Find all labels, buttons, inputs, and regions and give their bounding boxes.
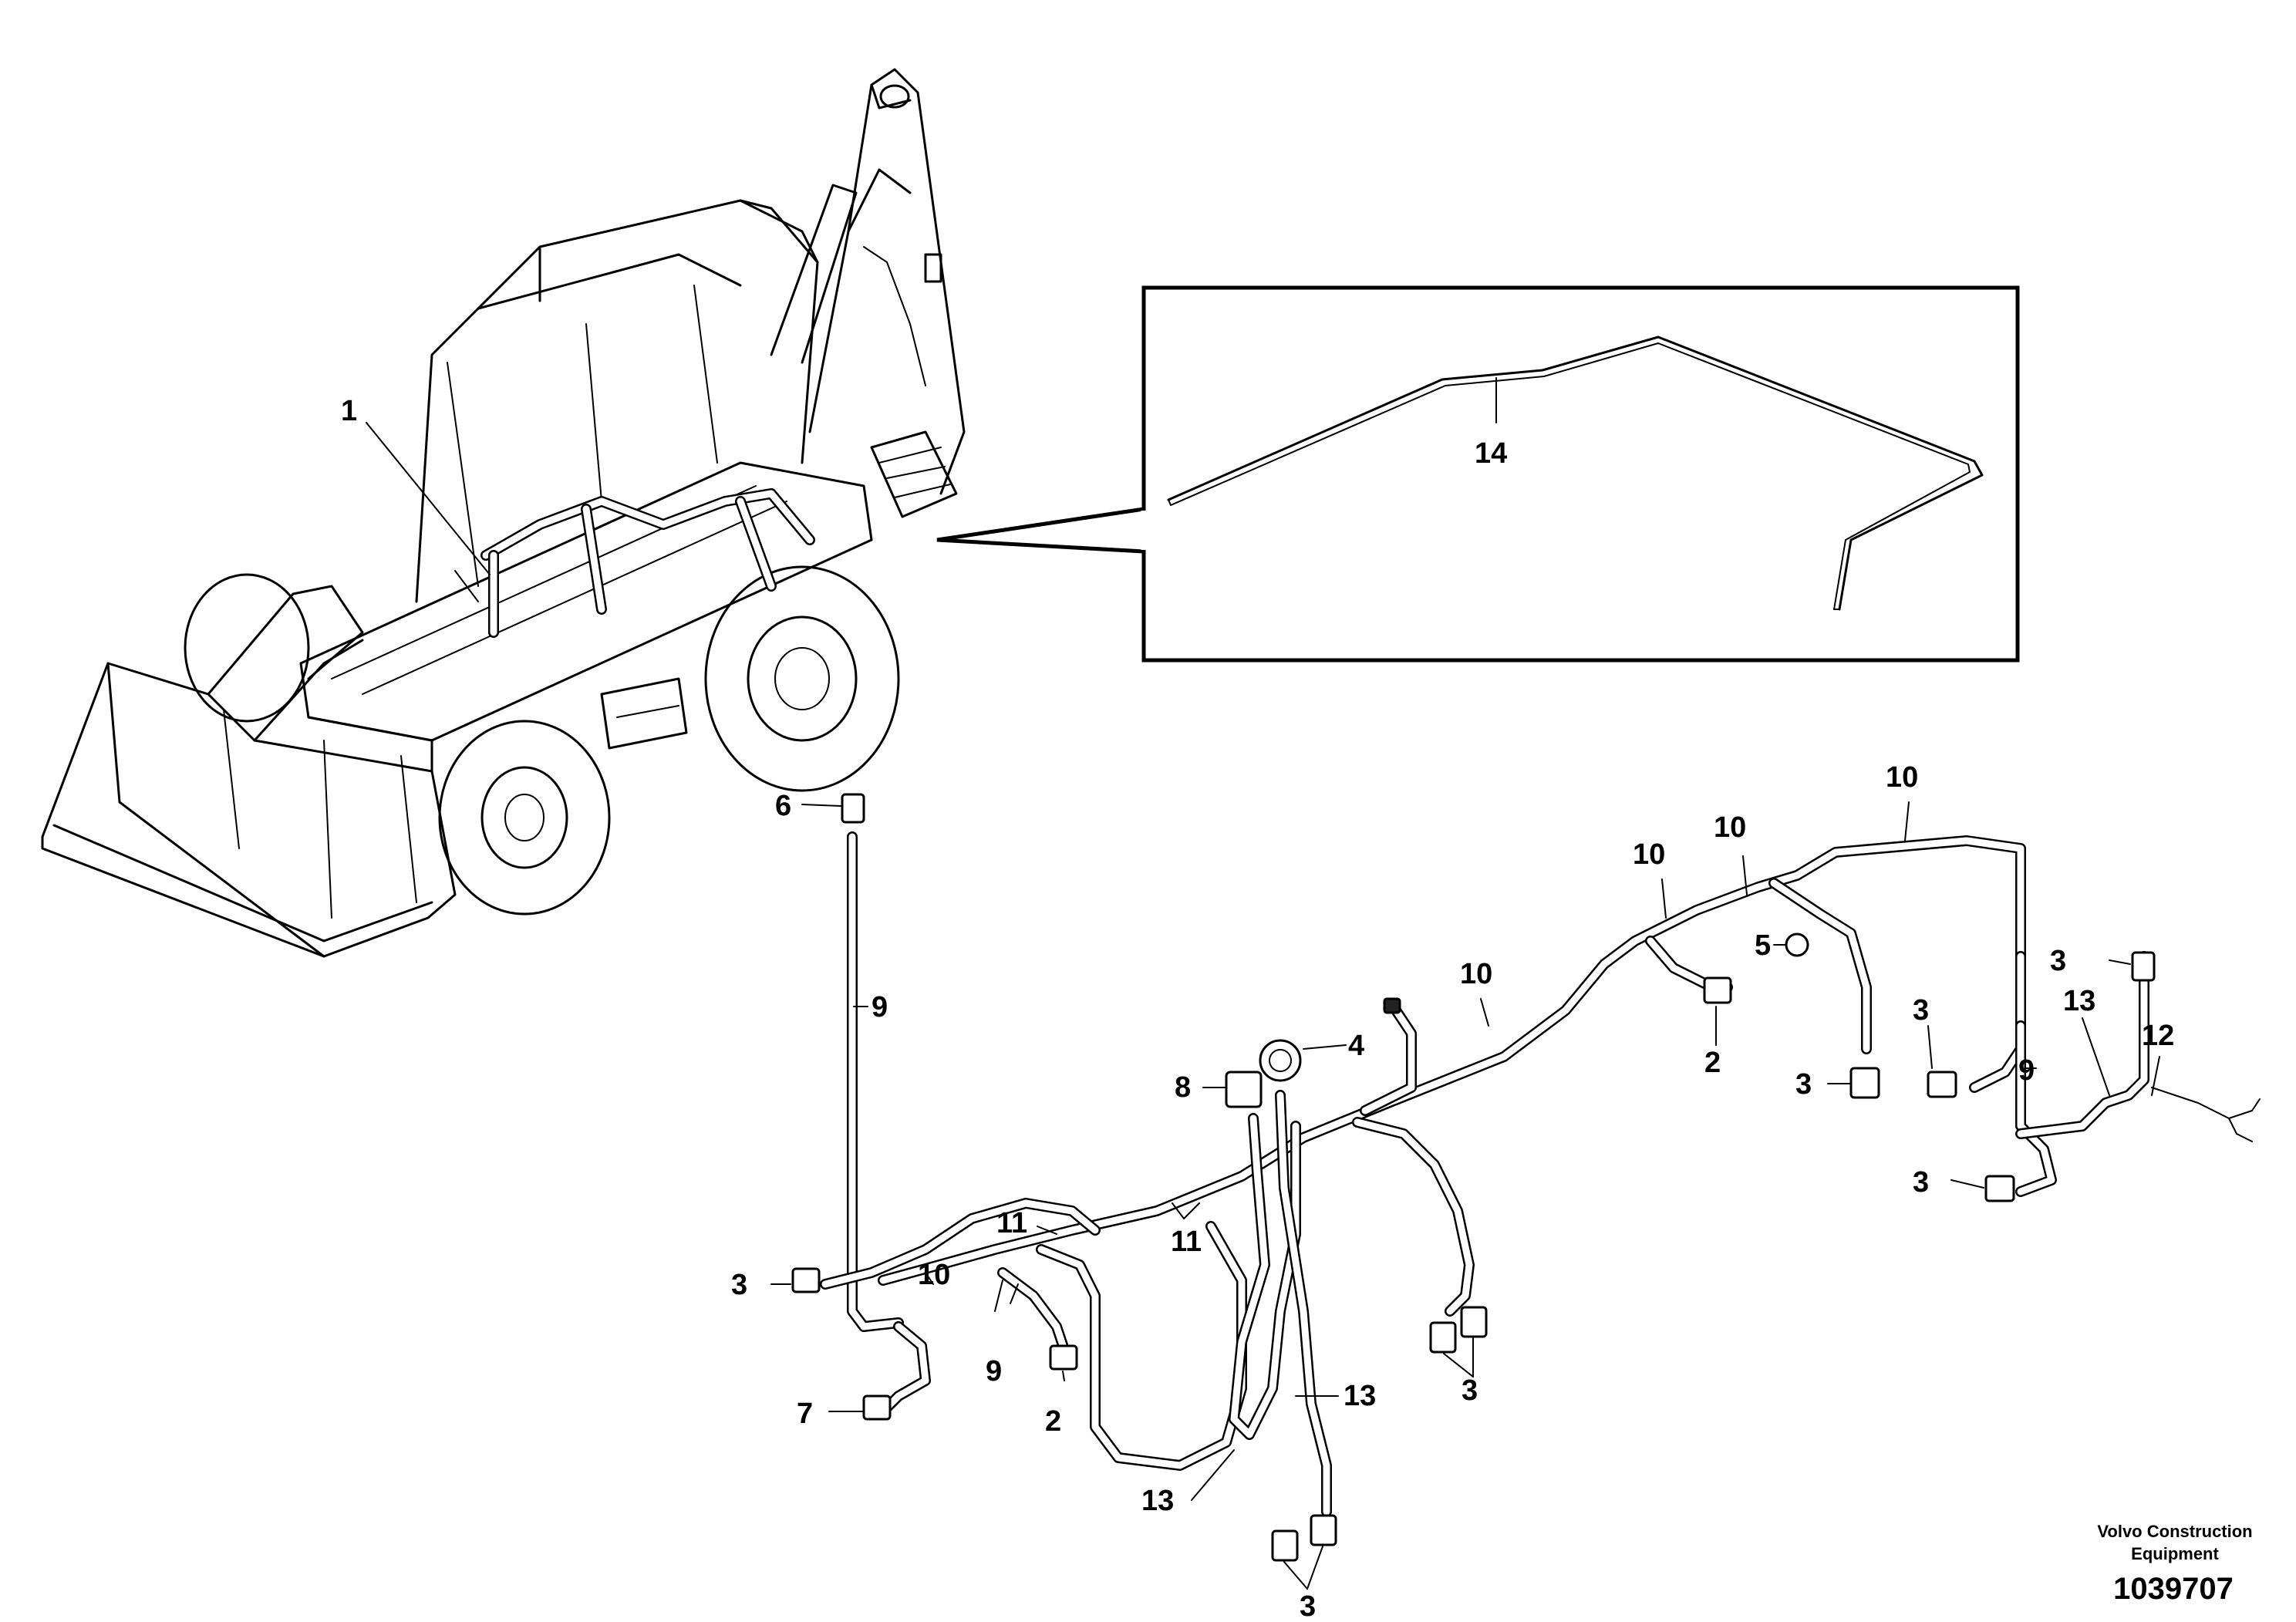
callout-9: 9 [872, 991, 888, 1023]
callout-3: 3 [731, 1269, 747, 1301]
callout-10: 10 [1714, 811, 1746, 844]
callout-13: 13 [1141, 1485, 1174, 1517]
callout-5: 5 [1755, 929, 1771, 962]
callout-14: 14 [1475, 437, 1507, 470]
leader-1 [366, 422, 491, 575]
connector-2-right [1703, 976, 1732, 1004]
callout-6: 6 [775, 790, 791, 822]
grommet-5 [1785, 932, 1809, 957]
callout-3: 3 [1795, 1068, 1812, 1101]
connector-small-top [1383, 997, 1401, 1014]
connector-3-top-right [2131, 951, 2156, 982]
connectors [791, 793, 2156, 1562]
callout-3: 3 [1462, 1374, 1478, 1407]
callout-11: 11 [996, 1207, 1027, 1239]
tube-14 [1167, 336, 1984, 611]
callout-3: 3 [1913, 1166, 1929, 1199]
callout-10: 10 [918, 1259, 950, 1291]
callout-13: 13 [1344, 1380, 1376, 1412]
detail-inset [936, 285, 2020, 663]
connector-2-left [1049, 1344, 1078, 1371]
connector-8 [1225, 1071, 1263, 1108]
connector-3-right-c [1984, 1175, 2015, 1202]
connector-3-mid-b [1460, 1306, 1488, 1338]
callout-10: 10 [1460, 958, 1492, 990]
connector-3-right-a [1849, 1067, 1880, 1099]
brand-line-2: Equipment [2131, 1544, 2219, 1563]
connector-3-bottom-b [1310, 1514, 1337, 1546]
connector-3-mid-a [1429, 1321, 1457, 1354]
connector-3-left [791, 1267, 821, 1293]
connector-3-bottom-a [1271, 1529, 1299, 1562]
callout-labels: 1 14 10 10 10 10 10 6 9 9 9 5 4 8 2 2 3 … [341, 395, 2174, 1622]
connector-3-right-b [1927, 1071, 1957, 1098]
callout-9: 9 [986, 1355, 1002, 1388]
callout-13: 13 [2063, 985, 2095, 1017]
leader-lines [770, 801, 2160, 1590]
brand-line-1: Volvo Construction [2097, 1522, 2252, 1541]
grommet-4 [1259, 1039, 1302, 1082]
callout-4: 4 [1348, 1030, 1364, 1062]
wire-harness [820, 831, 2261, 1517]
callout-9: 9 [2018, 1054, 2035, 1087]
connector-7 [862, 1394, 892, 1421]
callout-2: 2 [1045, 1405, 1061, 1438]
connector-6 [841, 793, 865, 824]
diagram-id: 1039707 [2113, 1572, 2234, 1606]
callout-10: 10 [1633, 838, 1665, 871]
callout-3: 3 [2050, 945, 2066, 977]
callout-2: 2 [1704, 1047, 1721, 1079]
footer: Volvo Construction Equipment 1039707 [2097, 1522, 2252, 1606]
callout-10: 10 [1886, 761, 1918, 794]
callout-11: 11 [1171, 1226, 1202, 1258]
callout-3: 3 [1300, 1590, 1316, 1622]
callout-7: 7 [797, 1398, 813, 1430]
backhoe-loader-illustration [41, 68, 966, 958]
callout-12: 12 [2142, 1020, 2174, 1052]
callout-8: 8 [1175, 1071, 1191, 1104]
callout-3: 3 [1913, 994, 1929, 1027]
callout-1: 1 [341, 395, 357, 427]
